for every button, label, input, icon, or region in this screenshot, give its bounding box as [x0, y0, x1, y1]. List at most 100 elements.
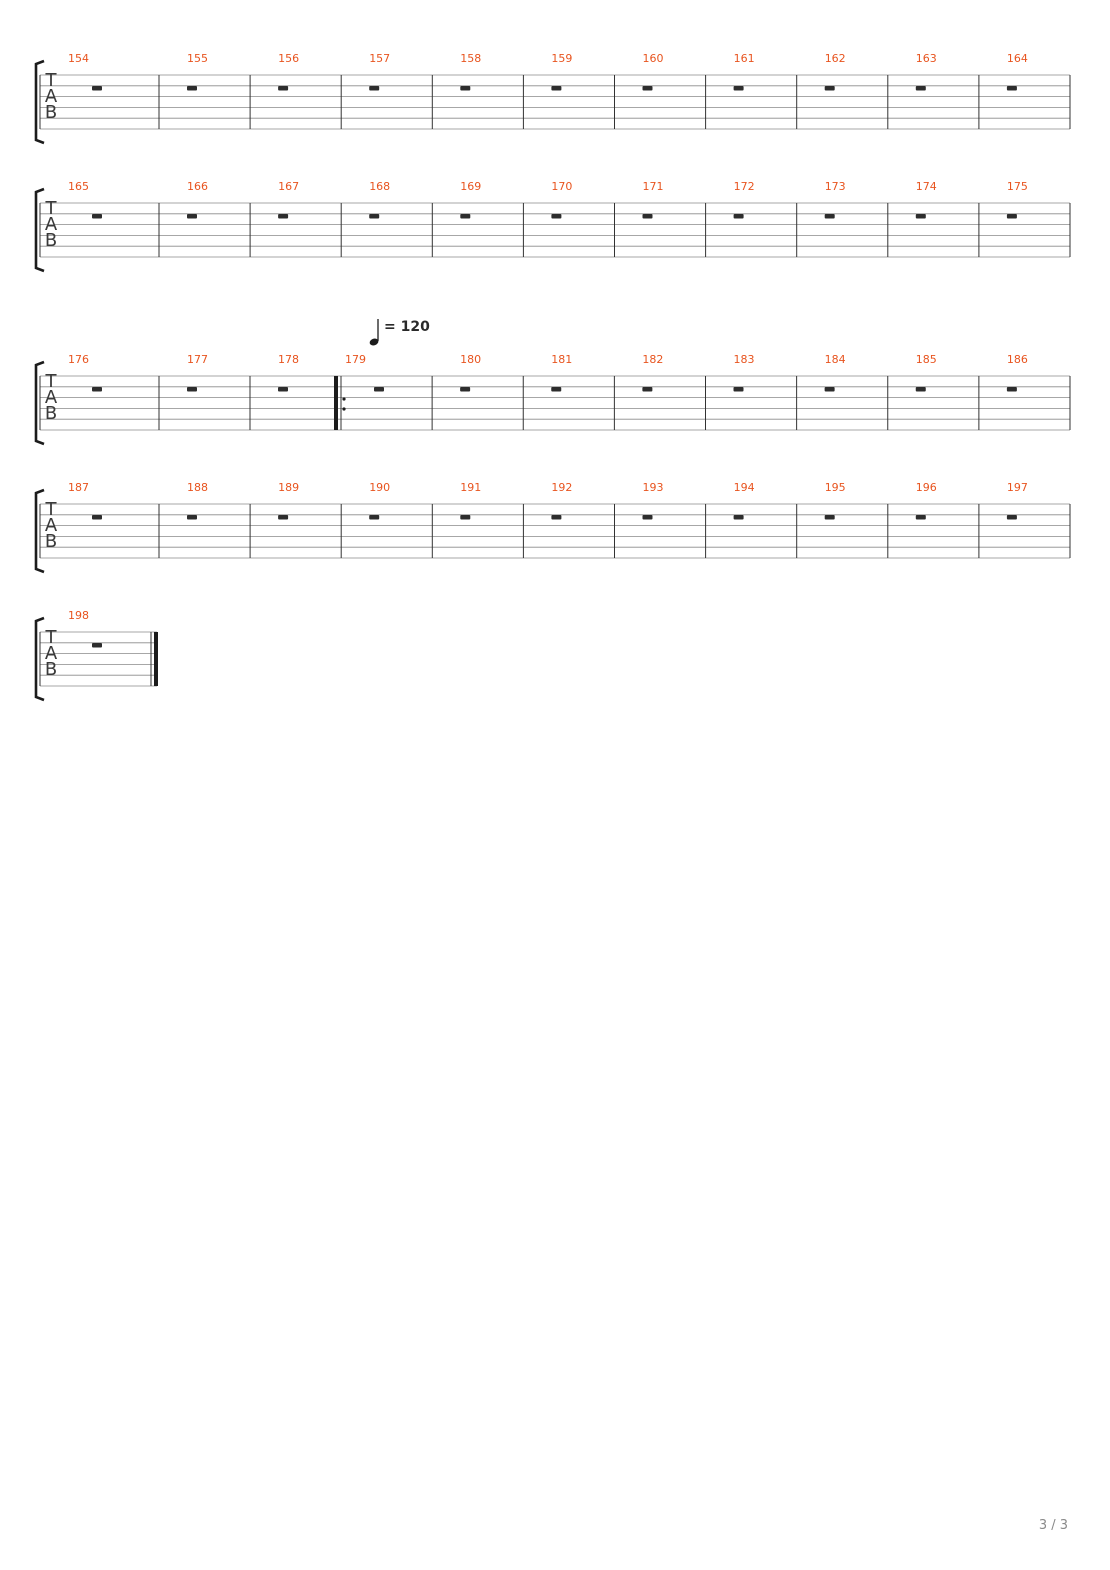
measure-number: 181 — [551, 353, 572, 366]
measure-number: 175 — [1007, 180, 1028, 193]
whole-rest — [374, 387, 384, 392]
measure-number: 196 — [916, 481, 937, 494]
measure-number: 179 — [345, 353, 366, 366]
whole-rest — [733, 86, 744, 91]
whole-rest — [1006, 214, 1017, 219]
whole-rest — [551, 86, 562, 91]
whole-rest — [278, 86, 289, 91]
tab-clef-letter: T — [45, 371, 58, 392]
measure-number: 167 — [278, 180, 299, 193]
whole-rest — [187, 515, 197, 520]
whole-rest — [92, 643, 102, 648]
whole-rest — [278, 214, 289, 219]
whole-rest — [460, 387, 471, 392]
measure-number: 197 — [1007, 481, 1028, 494]
measure-number: 168 — [369, 180, 390, 193]
whole-rest — [642, 214, 653, 219]
whole-rest — [460, 214, 471, 219]
tab-clef-letter: B — [45, 102, 57, 123]
system-bracket — [34, 616, 45, 702]
whole-rest — [187, 214, 197, 219]
measure-number: 172 — [734, 180, 755, 193]
whole-rest — [824, 515, 835, 520]
whole-rest — [460, 515, 471, 520]
system-bracket — [34, 59, 45, 145]
measure-number: 190 — [369, 481, 390, 494]
tab-clef-letter: A — [45, 515, 58, 536]
tab-clef-letter: A — [45, 387, 58, 408]
tempo-marking: = 120 — [384, 319, 430, 335]
measure-number: 192 — [551, 481, 572, 494]
whole-rest — [824, 86, 835, 91]
whole-rest — [92, 515, 102, 520]
whole-rest — [187, 387, 197, 392]
measure-number: 158 — [460, 52, 481, 65]
measure-number: 162 — [825, 52, 846, 65]
quarter-note-head — [369, 338, 379, 346]
tab-clef-letter: T — [45, 198, 58, 219]
whole-rest — [278, 515, 289, 520]
measure-number: 170 — [551, 180, 572, 193]
whole-rest — [92, 214, 102, 219]
tab-clef-letter: A — [45, 214, 58, 235]
whole-rest — [1006, 387, 1017, 392]
measure-number: 184 — [825, 353, 846, 366]
measure-number: 187 — [68, 481, 89, 494]
whole-rest — [733, 515, 744, 520]
measure-number: 189 — [278, 481, 299, 494]
repeat-dot — [342, 397, 346, 401]
whole-rest — [642, 387, 653, 392]
whole-rest — [915, 515, 926, 520]
whole-rest — [278, 387, 288, 392]
measure-number: 186 — [1007, 353, 1028, 366]
final-barline — [154, 632, 158, 686]
measure-number: 178 — [278, 353, 299, 366]
whole-rest — [733, 387, 744, 392]
system-bracket — [34, 488, 45, 574]
measure-number: 154 — [68, 52, 89, 65]
measure-number: 156 — [278, 52, 299, 65]
measure-number: 157 — [369, 52, 390, 65]
measure-number: 185 — [916, 353, 937, 366]
tab-clef-letter: B — [45, 403, 57, 424]
measure-number: 164 — [1007, 52, 1028, 65]
whole-rest — [369, 214, 380, 219]
tab-clef-letter: T — [45, 627, 58, 648]
whole-rest — [92, 86, 102, 91]
page-number: 3 / 3 — [1038, 1518, 1068, 1533]
measure-number: 188 — [187, 481, 208, 494]
measure-number: 163 — [916, 52, 937, 65]
measure-number: 173 — [825, 180, 846, 193]
whole-rest — [642, 515, 653, 520]
measure-number: 160 — [643, 52, 664, 65]
whole-rest — [824, 387, 835, 392]
whole-rest — [369, 515, 380, 520]
whole-rest — [1006, 515, 1017, 520]
measure-number: 194 — [734, 481, 755, 494]
measure-number: 176 — [68, 353, 89, 366]
whole-rest — [915, 387, 926, 392]
tab-clef-letter: A — [45, 643, 58, 664]
measure-number: 165 — [68, 180, 89, 193]
measure-number: 195 — [825, 481, 846, 494]
whole-rest — [460, 86, 471, 91]
whole-rest — [551, 515, 562, 520]
system-bracket — [34, 187, 45, 273]
whole-rest — [1006, 86, 1017, 91]
whole-rest — [642, 86, 653, 91]
measure-number: 161 — [734, 52, 755, 65]
measure-number: 198 — [68, 609, 89, 622]
whole-rest — [551, 387, 562, 392]
tab-clef-letter: B — [45, 230, 57, 251]
measure-number: 182 — [642, 353, 663, 366]
measure-number: 171 — [643, 180, 664, 193]
tab-clef-letter: T — [45, 70, 58, 91]
measure-number: 166 — [187, 180, 208, 193]
measure-number: 177 — [187, 353, 208, 366]
whole-rest — [824, 214, 835, 219]
measure-number: 180 — [460, 353, 481, 366]
whole-rest — [915, 214, 926, 219]
system-bracket — [34, 360, 45, 446]
whole-rest — [92, 387, 102, 392]
